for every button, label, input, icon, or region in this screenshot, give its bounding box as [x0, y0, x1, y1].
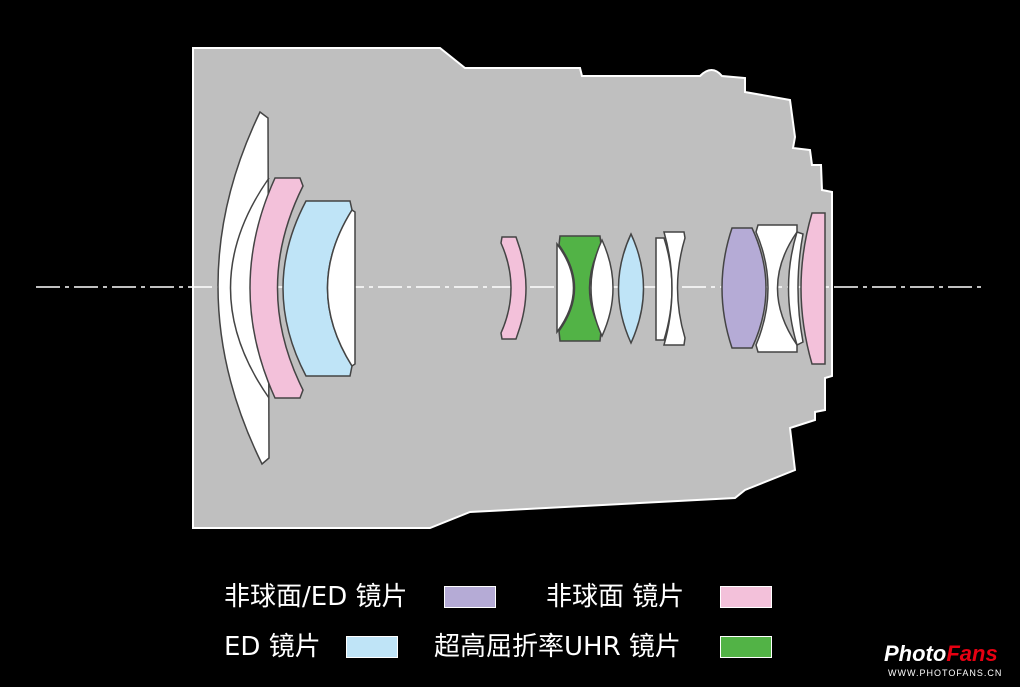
logo-wordmark: PhotoFans [884, 640, 998, 668]
photofans-logo: PhotoFans WWW.PHOTOFANS.CN [884, 640, 1020, 687]
legend-swatch-uhr [720, 636, 772, 658]
legend-label-aspherical: 非球面 镜片 [546, 582, 685, 612]
lens-element-5 [500, 236, 527, 340]
legend-swatch-aspherical-ed [444, 586, 496, 608]
lens-element-1 [217, 110, 270, 466]
legend-label-aspherical-ed: 非球面/ED 镜片 [224, 582, 408, 612]
lens-element-12 [721, 227, 767, 349]
lens-element-8 [590, 238, 614, 338]
logo-photo-text: Photo [884, 641, 947, 666]
lens-element-7 [556, 241, 575, 335]
lens-element-4 [326, 208, 356, 368]
lens-element-2 [249, 177, 304, 399]
legend-label-uhr: 超高屈折率UHR 镜片 [434, 632, 681, 662]
legend-swatch-ed [346, 636, 398, 658]
lens-element-14 [787, 231, 804, 347]
lens-element-9 [617, 232, 645, 345]
legend-label-ed: ED 镜片 [224, 632, 321, 662]
lens-element-15 [800, 212, 826, 365]
legend-swatch-aspherical [720, 586, 772, 608]
lens-element-11 [663, 231, 686, 346]
logo-fans-text: Fans [946, 641, 998, 666]
lens-element-13 [755, 224, 798, 353]
logo-url: WWW.PHOTOFANS.CN [888, 668, 1003, 678]
lens-element-1-inner-curve [229, 177, 270, 399]
